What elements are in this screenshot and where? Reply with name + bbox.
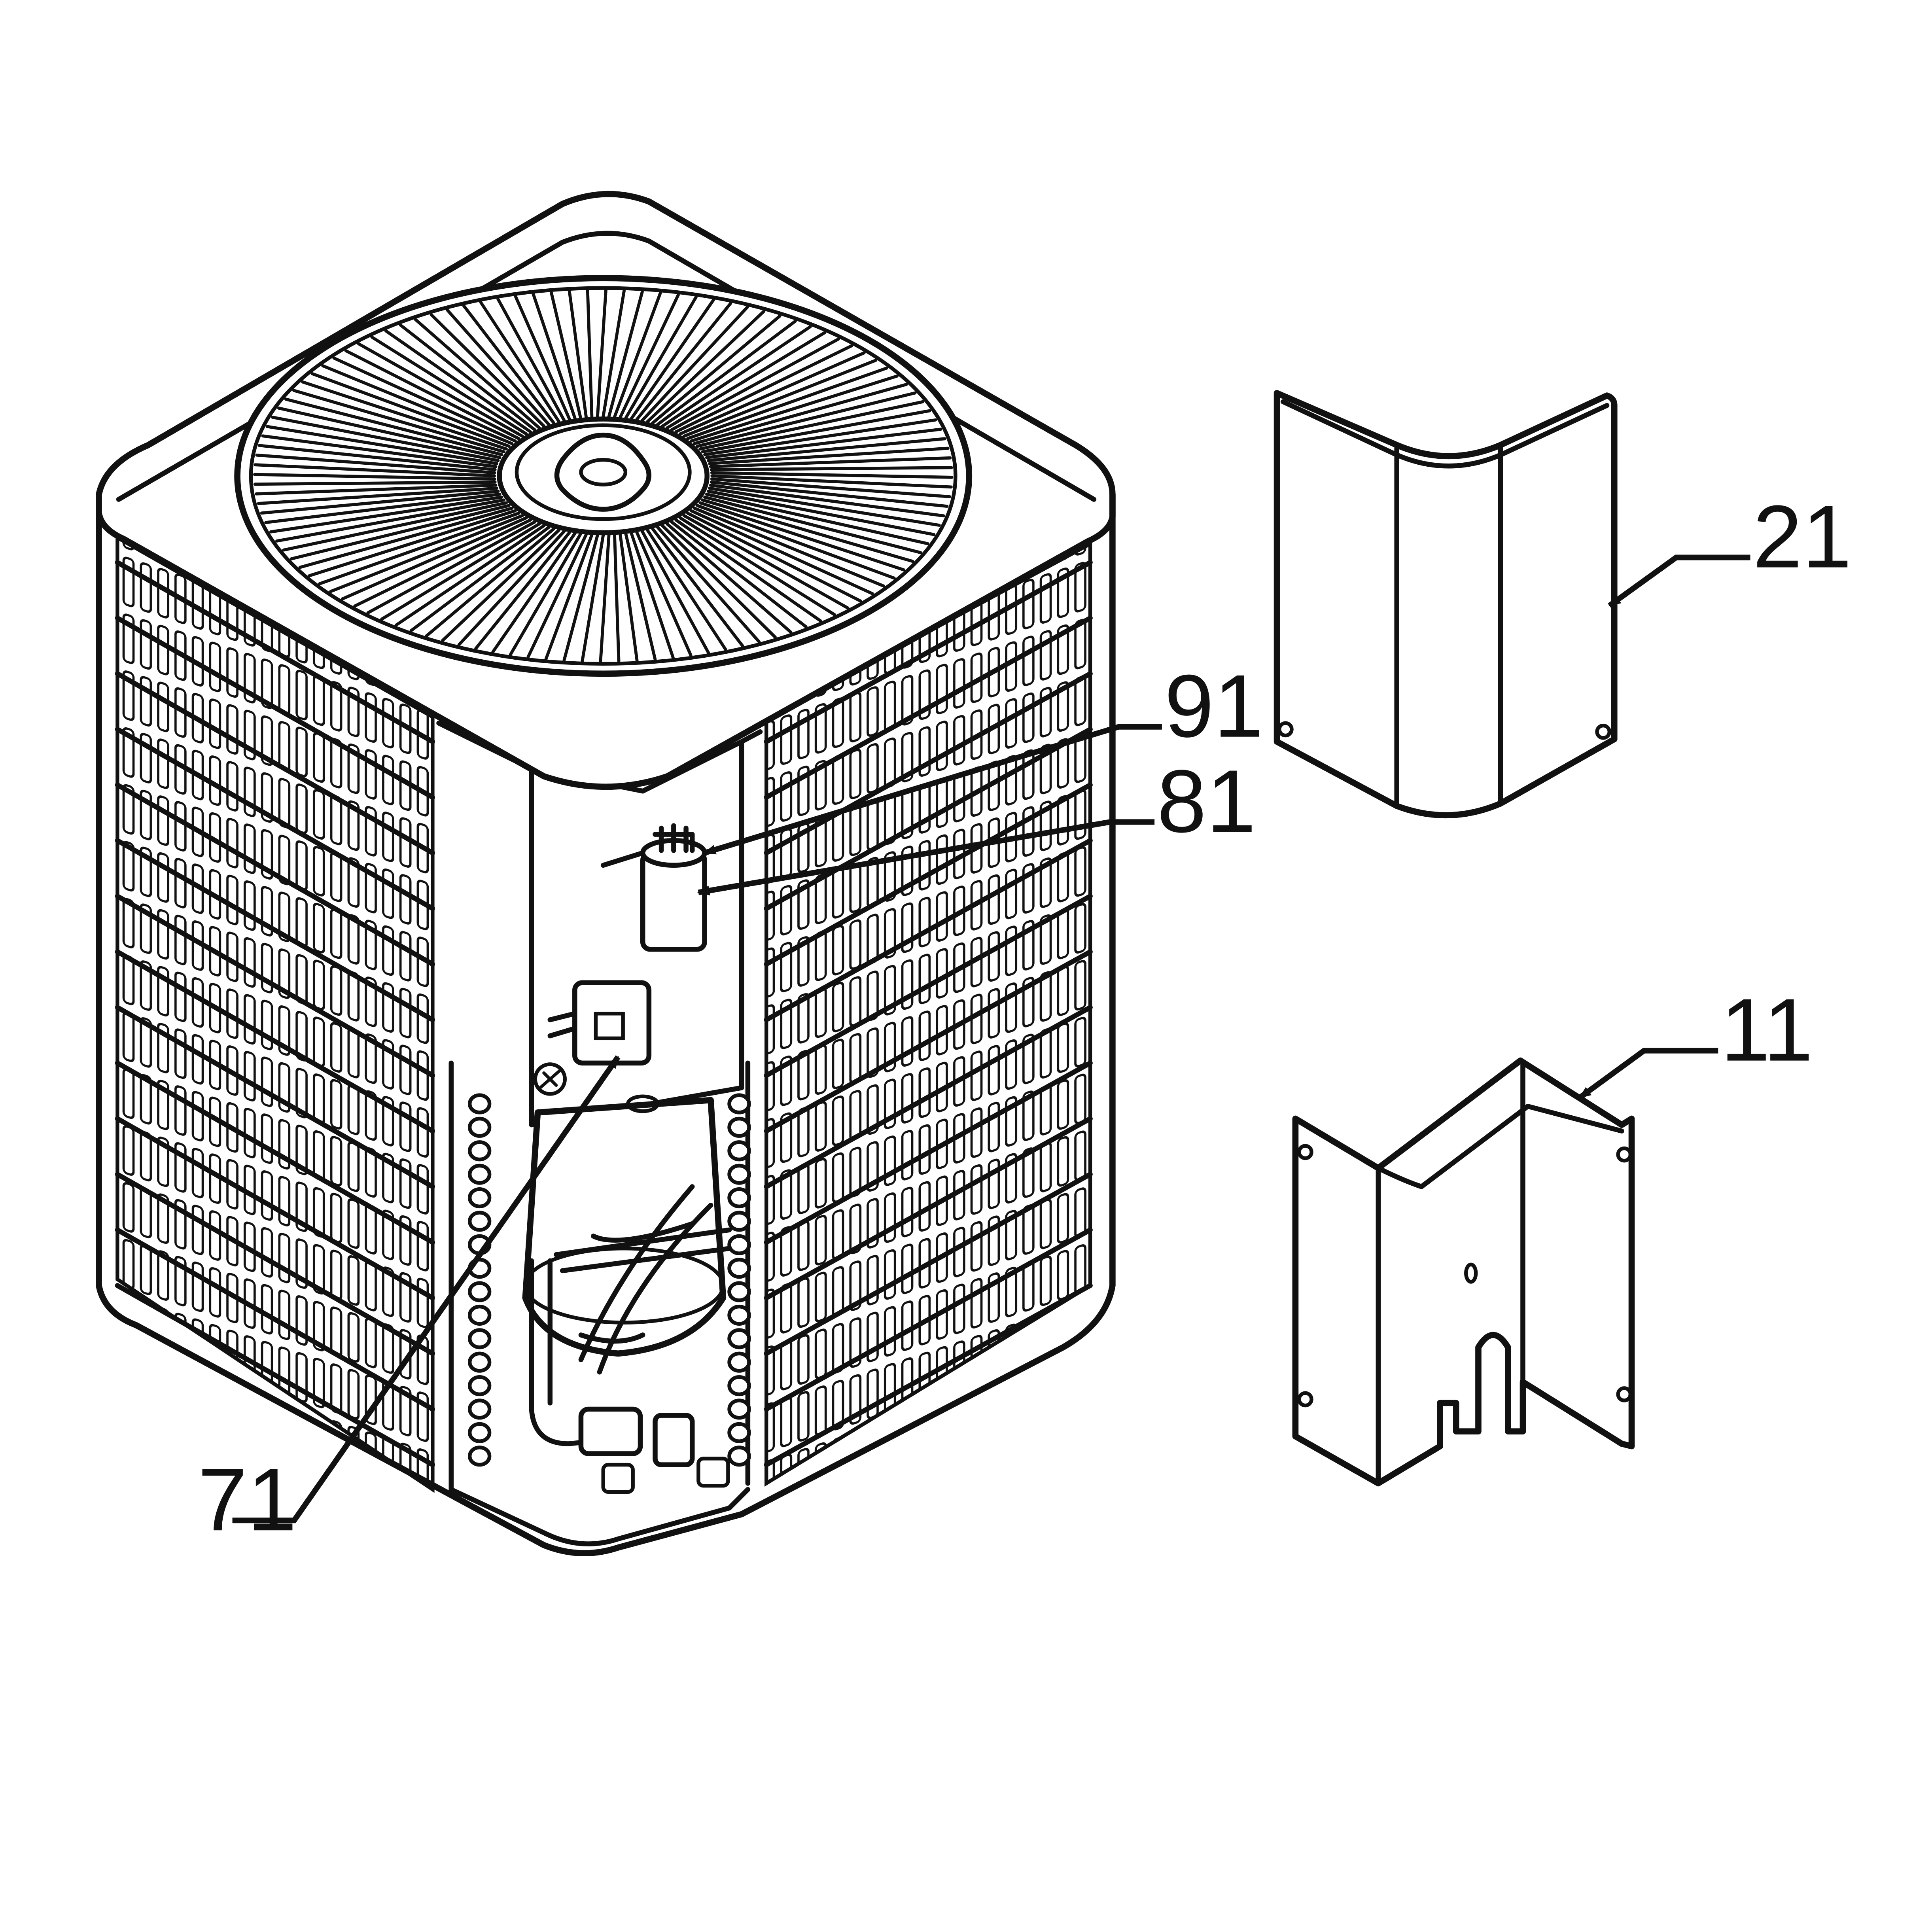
callout-81: 81: [697, 751, 1256, 896]
corner-cover-panel: [1273, 390, 1618, 819]
base-pan: [448, 1487, 751, 1546]
contactor: [533, 980, 652, 1096]
callout-21-label: 21: [1753, 487, 1852, 587]
callout-71-label: 71: [198, 1449, 297, 1549]
service-valves: [578, 1406, 730, 1494]
fan-grille: [234, 275, 973, 677]
refrigerant-piping: [529, 1184, 732, 1446]
callout-21: 21: [1608, 487, 1852, 608]
callout-91: 91: [703, 656, 1263, 856]
condenser-unit: [96, 191, 1116, 1556]
fan-motor-hub: [554, 432, 652, 512]
callout-11: 11: [1578, 980, 1813, 1100]
callout-81-label: 81: [1157, 751, 1256, 851]
callout-11-label: 11: [1721, 980, 1813, 1080]
coil-return-bends-left: [467, 1093, 492, 1467]
callout-91-label: 91: [1164, 656, 1263, 756]
callout-71: 71: [198, 1055, 621, 1549]
service-access-panel: [1292, 1057, 1635, 1487]
right-coil-grille: [764, 541, 1093, 1487]
coil-return-bends-right: [727, 1093, 751, 1467]
capacitor: [600, 823, 707, 952]
left-coil-grille: [115, 534, 435, 1493]
